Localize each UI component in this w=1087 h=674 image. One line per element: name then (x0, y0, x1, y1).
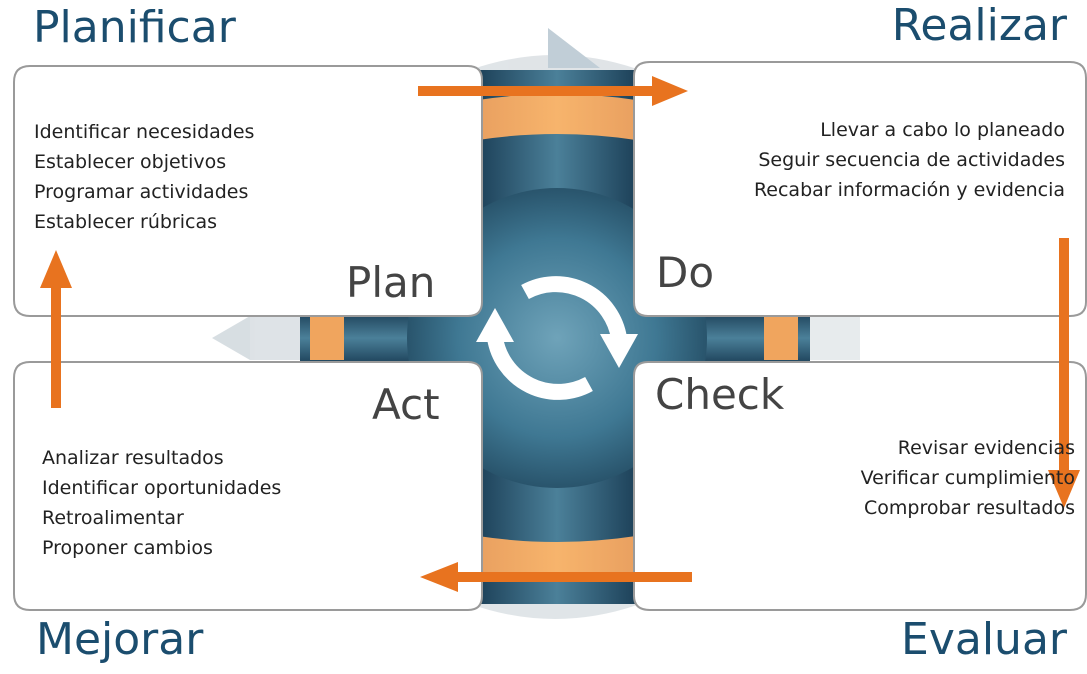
list-item: Seguir secuencia de actividades (758, 149, 1065, 171)
list-item: Programar actividades (34, 181, 249, 203)
list-item: Establecer objetivos (34, 151, 227, 173)
list-item: Analizar resultados (42, 447, 224, 469)
panel-do (633, 61, 1087, 317)
panel-plan (13, 65, 483, 317)
panel-check (633, 361, 1087, 611)
phase-title-do: Realizar (891, 0, 1067, 51)
arrow-right-icon (418, 76, 688, 106)
step-label-act: Act (372, 380, 440, 429)
panels (13, 61, 1087, 611)
list-item: Identificar necesidades (34, 121, 255, 143)
list-item: Comprobar resultados (863, 497, 1075, 519)
phase-title-check: Evaluar (901, 614, 1067, 665)
item-list-plan: Identificar necesidades Establecer objet… (34, 117, 254, 237)
list-item: Recabar información y evidencia (753, 179, 1065, 201)
arrow-down-icon (1048, 238, 1080, 508)
cycle-arrows-icon (476, 276, 638, 400)
phase-title-act: Mejorar (36, 614, 204, 665)
item-list-do: Llevar a cabo lo planeado Seguir secuenc… (754, 115, 1065, 205)
list-item: Verificar cumplimiento (860, 467, 1075, 489)
list-item: Retroalimentar (42, 507, 184, 529)
list-item: Revisar evidencias (897, 437, 1075, 459)
item-list-act: Analizar resultados Identificar oportuni… (42, 443, 281, 563)
item-list-check: Revisar evidencias Verificar cumplimient… (861, 433, 1075, 523)
step-label-plan: Plan (346, 258, 436, 307)
arrow-up-icon (40, 250, 72, 408)
phase-title-plan: Planificar (33, 2, 236, 53)
orange-ring-segments (310, 94, 798, 582)
panel-act (13, 361, 483, 611)
list-item: Identificar oportunidades (42, 477, 282, 499)
step-label-do: Do (656, 248, 715, 297)
list-item: Proponer cambios (42, 537, 213, 559)
list-item: Llevar a cabo lo planeado (820, 119, 1065, 141)
step-label-check: Check (655, 370, 785, 419)
arrow-left-icon (420, 562, 692, 592)
list-item: Establecer rúbricas (34, 211, 218, 233)
